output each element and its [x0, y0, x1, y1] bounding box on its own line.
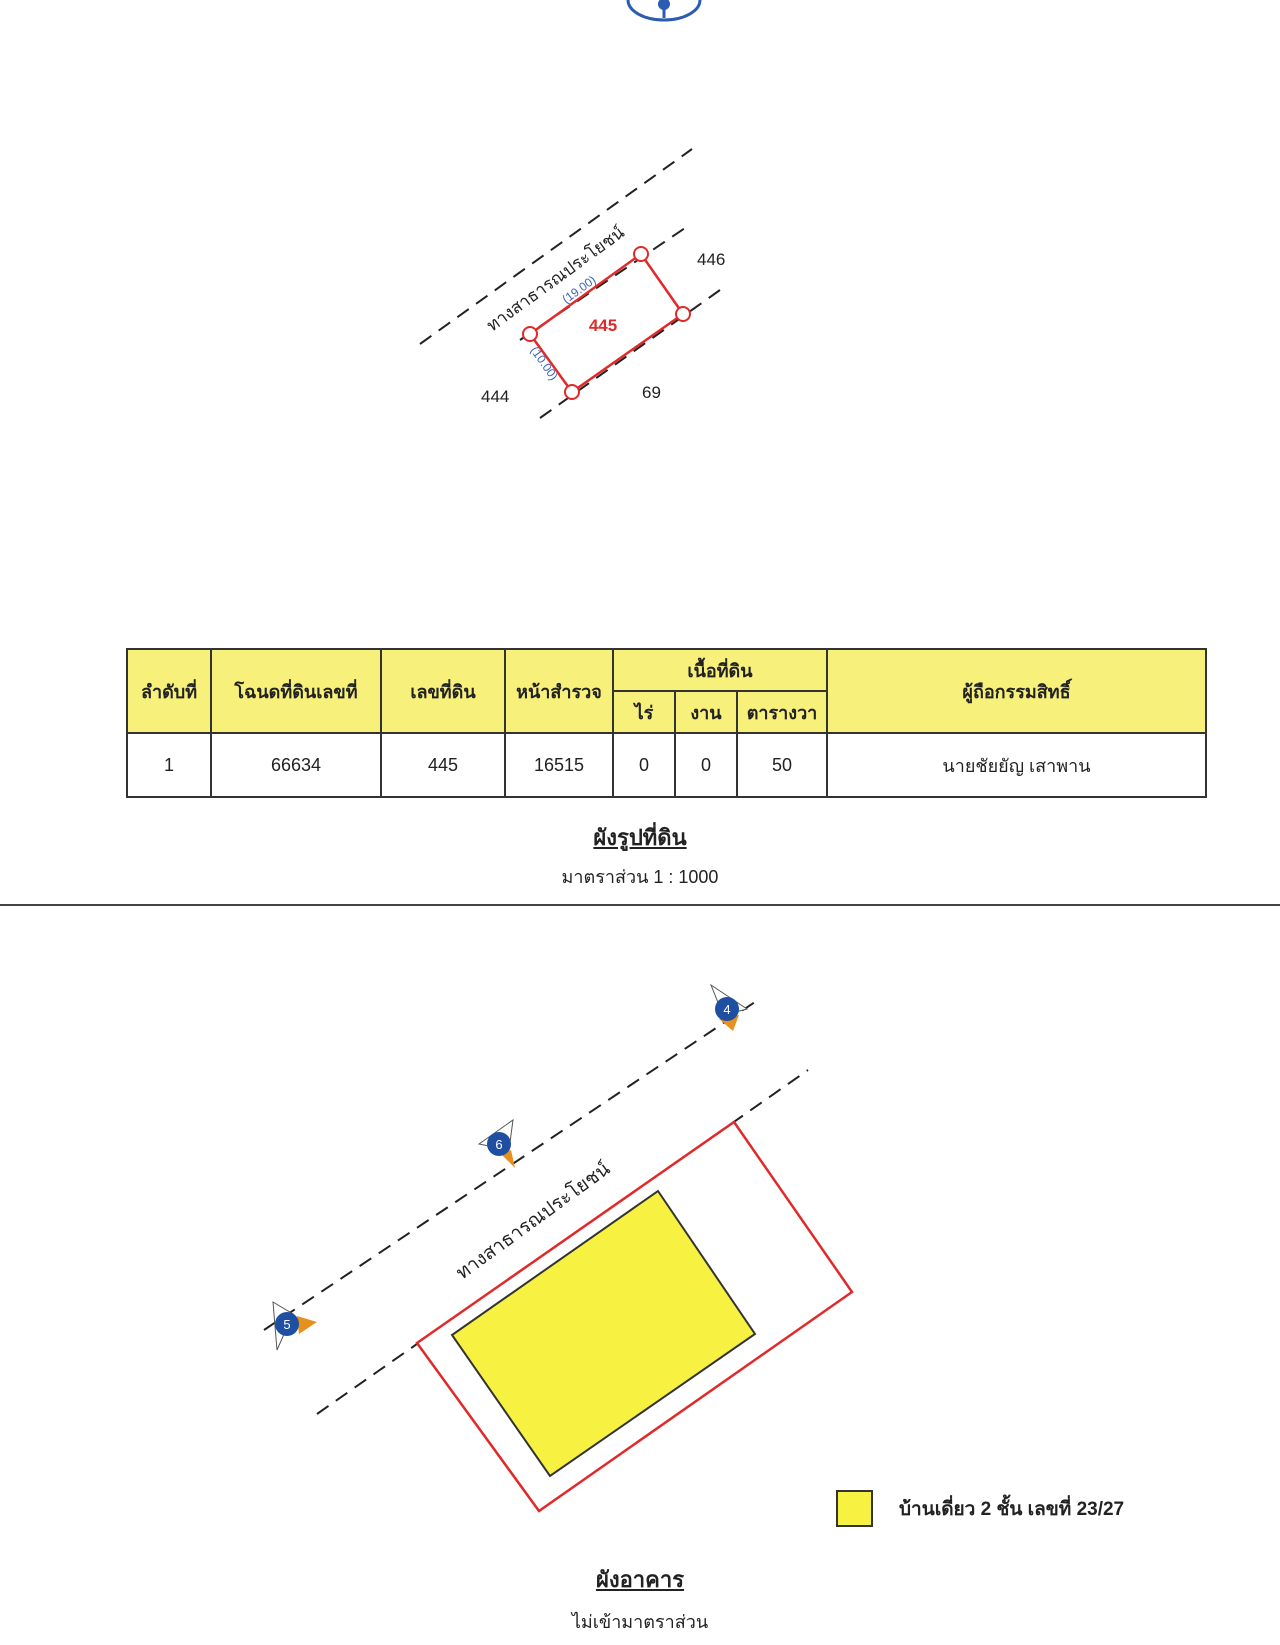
- building-plan-scale-note: ไม่เข้ามาตราส่วน: [571, 1612, 709, 1632]
- cell-sq-wa: 50: [736, 732, 828, 798]
- survey-marker-5: 5: [272, 1301, 317, 1351]
- header-sq-wa: ตารางวา: [736, 690, 828, 734]
- neighbor-parcel-446: 446: [697, 250, 725, 269]
- cell-ngan: 0: [674, 732, 738, 798]
- header-ngan: งาน: [674, 690, 738, 734]
- survey-marker-4: 4: [709, 983, 749, 1031]
- boundary-marker: [675, 306, 691, 322]
- land-plan-scale: มาตราส่วน 1 : 1000: [561, 867, 719, 887]
- section-divider: [0, 904, 1280, 906]
- road-edge-line: [263, 1001, 756, 1331]
- building-footprint: [450, 1189, 757, 1478]
- header-owner: ผู้ถือกรรมสิทธิ์: [826, 648, 1207, 734]
- svg-text:4: 4: [723, 1002, 730, 1017]
- survey-marker-6: 6: [477, 1118, 515, 1168]
- cell-land-no: 445: [380, 732, 506, 798]
- boundary-marker: [633, 246, 649, 262]
- cell-owner: นายชัยยัญ เสาพาน: [826, 732, 1207, 798]
- cell-order: 1: [126, 732, 212, 798]
- legend: บ้านเดี่ยว 2 ชั้น เลขที่ 23/27: [836, 1490, 1124, 1527]
- boundary-marker: [522, 326, 538, 342]
- neighbor-parcel-444: 444: [481, 387, 509, 406]
- legend-label: บ้านเดี่ยว 2 ชั้น เลขที่ 23/27: [899, 1498, 1125, 1520]
- cell-deed-no: 66634: [210, 732, 382, 798]
- header-survey-page: หน้าสำรวจ: [504, 648, 614, 734]
- parcel-plan: ทางสาธารณประโยชน์ 445 (19.00) (10.00) 44…: [419, 148, 725, 419]
- cell-survey-page: 16515: [504, 732, 614, 798]
- building-plan: ทางสาธารณประโยชน์ 4 6 5: [263, 983, 854, 1513]
- boundary-marker: [564, 384, 580, 400]
- agency-logo: [626, 0, 702, 22]
- parcel-number: 445: [589, 316, 617, 335]
- building-plan-title: ผังอาคาร: [595, 1567, 685, 1592]
- svg-text:6: 6: [495, 1137, 502, 1152]
- table-row: 1 66634 445 16515 0 0 50 นายชัยยัญ เสาพา…: [126, 732, 1207, 798]
- header-area: เนื้อที่ดิน: [612, 648, 828, 692]
- header-deed-no: โฉนดที่ดินเลขที่: [210, 648, 382, 734]
- legend-swatch-building: [836, 1490, 873, 1527]
- header-land-no: เลขที่ดิน: [380, 648, 506, 734]
- cell-rai: 0: [612, 732, 676, 798]
- road-edge-line: [419, 148, 693, 345]
- land-info-table: ลำดับที่ โฉนดที่ดินเลขที่ เลขที่ดิน หน้า…: [126, 648, 1207, 798]
- header-rai: ไร่: [612, 690, 676, 734]
- dimension-short: (10.00): [528, 344, 561, 383]
- header-order: ลำดับที่: [126, 648, 212, 734]
- svg-text:5: 5: [283, 1317, 290, 1332]
- land-plan-title: ผังรูปที่ดิน: [593, 825, 687, 850]
- neighbor-parcel-69: 69: [642, 383, 661, 402]
